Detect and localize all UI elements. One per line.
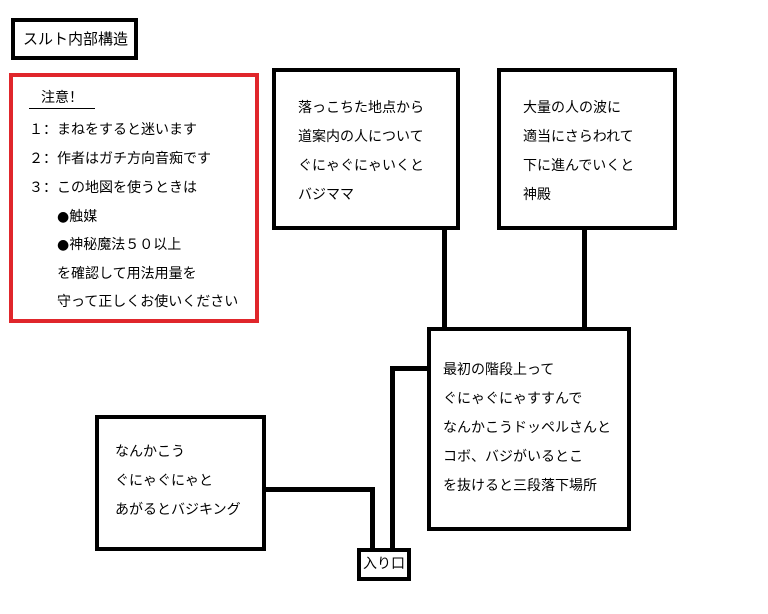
entrance-box: 入り口 [357, 548, 411, 581]
stairs-line-3: なんかこうドッペルさんと [443, 420, 611, 436]
connector-king-vertical [370, 487, 375, 550]
note-line-6: を確認して用法用量を [57, 266, 197, 282]
king-line-2: ぐにゃぐにゃと [115, 473, 213, 489]
temple-line-3: 下に進んでいくと [523, 158, 635, 174]
box-stairs: 最初の階段上って ぐにゃぐにゃすすんで なんかこうドッペルさんと コボ、バジがい… [427, 327, 631, 531]
temple-line-4: 神殿 [523, 187, 551, 203]
connector-stairs-horizontal [390, 366, 430, 371]
fall-line-3: ぐにゃぐにゃいくと [298, 158, 424, 174]
king-line-3: あがるとバジキング [115, 502, 241, 518]
warning-note: 注意！ １：まねをすると迷います ２：作者はガチ方向音痴です ３：この地図を使う… [9, 73, 259, 323]
box-fall-point: 落っこちた地点から 道案内の人について ぐにゃぐにゃいくと バジママ [272, 68, 460, 230]
connector-king-horizontal [264, 487, 375, 492]
note-heading: 注意！ [29, 87, 95, 109]
connector-fall-to-stairs [442, 228, 447, 331]
fall-line-1: 落っこちた地点から [298, 100, 424, 116]
note-line-2: ２：作者はガチ方向音痴です [29, 151, 211, 167]
connector-temple-to-stairs [582, 228, 587, 331]
stairs-line-5: を抜けると三段落下場所 [443, 478, 597, 494]
box-temple: 大量の人の波に 適当にさらわれて 下に進んでいくと 神殿 [497, 68, 677, 230]
stairs-line-4: コボ、バジがいるとこ [443, 449, 583, 465]
stairs-line-2: ぐにゃぐにゃすすんで [443, 391, 583, 407]
temple-line-1: 大量の人の波に [523, 100, 621, 116]
temple-line-2: 適当にさらわれて [523, 129, 634, 145]
fall-line-2: 道案内の人について [298, 129, 424, 145]
connector-stairs-vertical [390, 366, 395, 550]
king-line-1: なんかこう [115, 444, 185, 460]
note-line-3: ３：この地図を使うときは [29, 180, 197, 196]
note-line-1: １：まねをすると迷います [29, 122, 197, 138]
map-title: スルト内部構造 [11, 18, 138, 60]
fall-line-4: バジママ [298, 187, 354, 203]
stairs-line-1: 最初の階段上って [443, 362, 555, 378]
note-line-sorcery: ●神秘魔法５０以上 [57, 237, 182, 253]
box-king: なんかこう ぐにゃぐにゃと あがるとバジキング [95, 415, 266, 551]
note-line-7: 守って正しくお使いください [57, 294, 239, 310]
note-line-catalyst: ●触媒 [57, 209, 98, 225]
